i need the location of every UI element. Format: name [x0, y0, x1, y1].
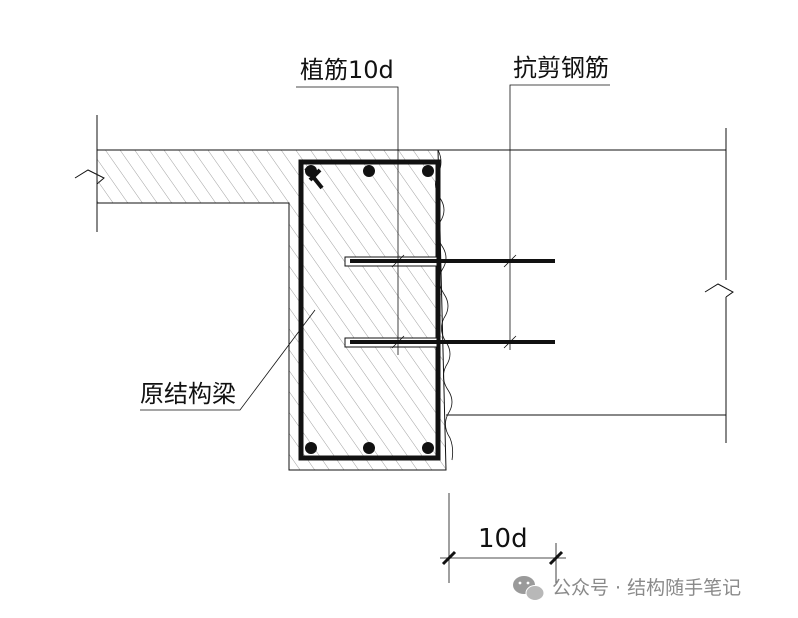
shear-bars — [344, 256, 555, 348]
leader-shear-bar — [509, 84, 610, 350]
top-bar — [363, 165, 375, 177]
top-bar — [422, 165, 434, 177]
top-bar — [305, 165, 317, 177]
bottom-bar — [363, 442, 375, 454]
original-structure — [74, 115, 726, 471]
leaders — [140, 84, 610, 411]
dimension-10d: 10d — [440, 493, 566, 583]
wechat-icon — [513, 576, 545, 601]
new-slab — [446, 128, 734, 443]
leader-original-beam — [140, 309, 316, 411]
label-original-beam: 原结构梁 — [140, 380, 236, 408]
watermark: 公众号 · 结构随手笔记 — [513, 576, 741, 601]
beam-section — [96, 149, 447, 471]
bottom-bar — [422, 442, 434, 454]
stirrup — [298, 159, 441, 461]
watermark-text: 公众号 · 结构随手笔记 — [552, 577, 741, 599]
bottom-bar — [305, 442, 317, 454]
leader-planted-bar — [296, 86, 399, 355]
label-planted-bar: 植筋10d — [300, 56, 394, 84]
dimension-label: 10d — [478, 524, 528, 554]
label-shear-bar: 抗剪钢筋 — [513, 54, 609, 82]
beam-reinforcement — [298, 159, 441, 461]
